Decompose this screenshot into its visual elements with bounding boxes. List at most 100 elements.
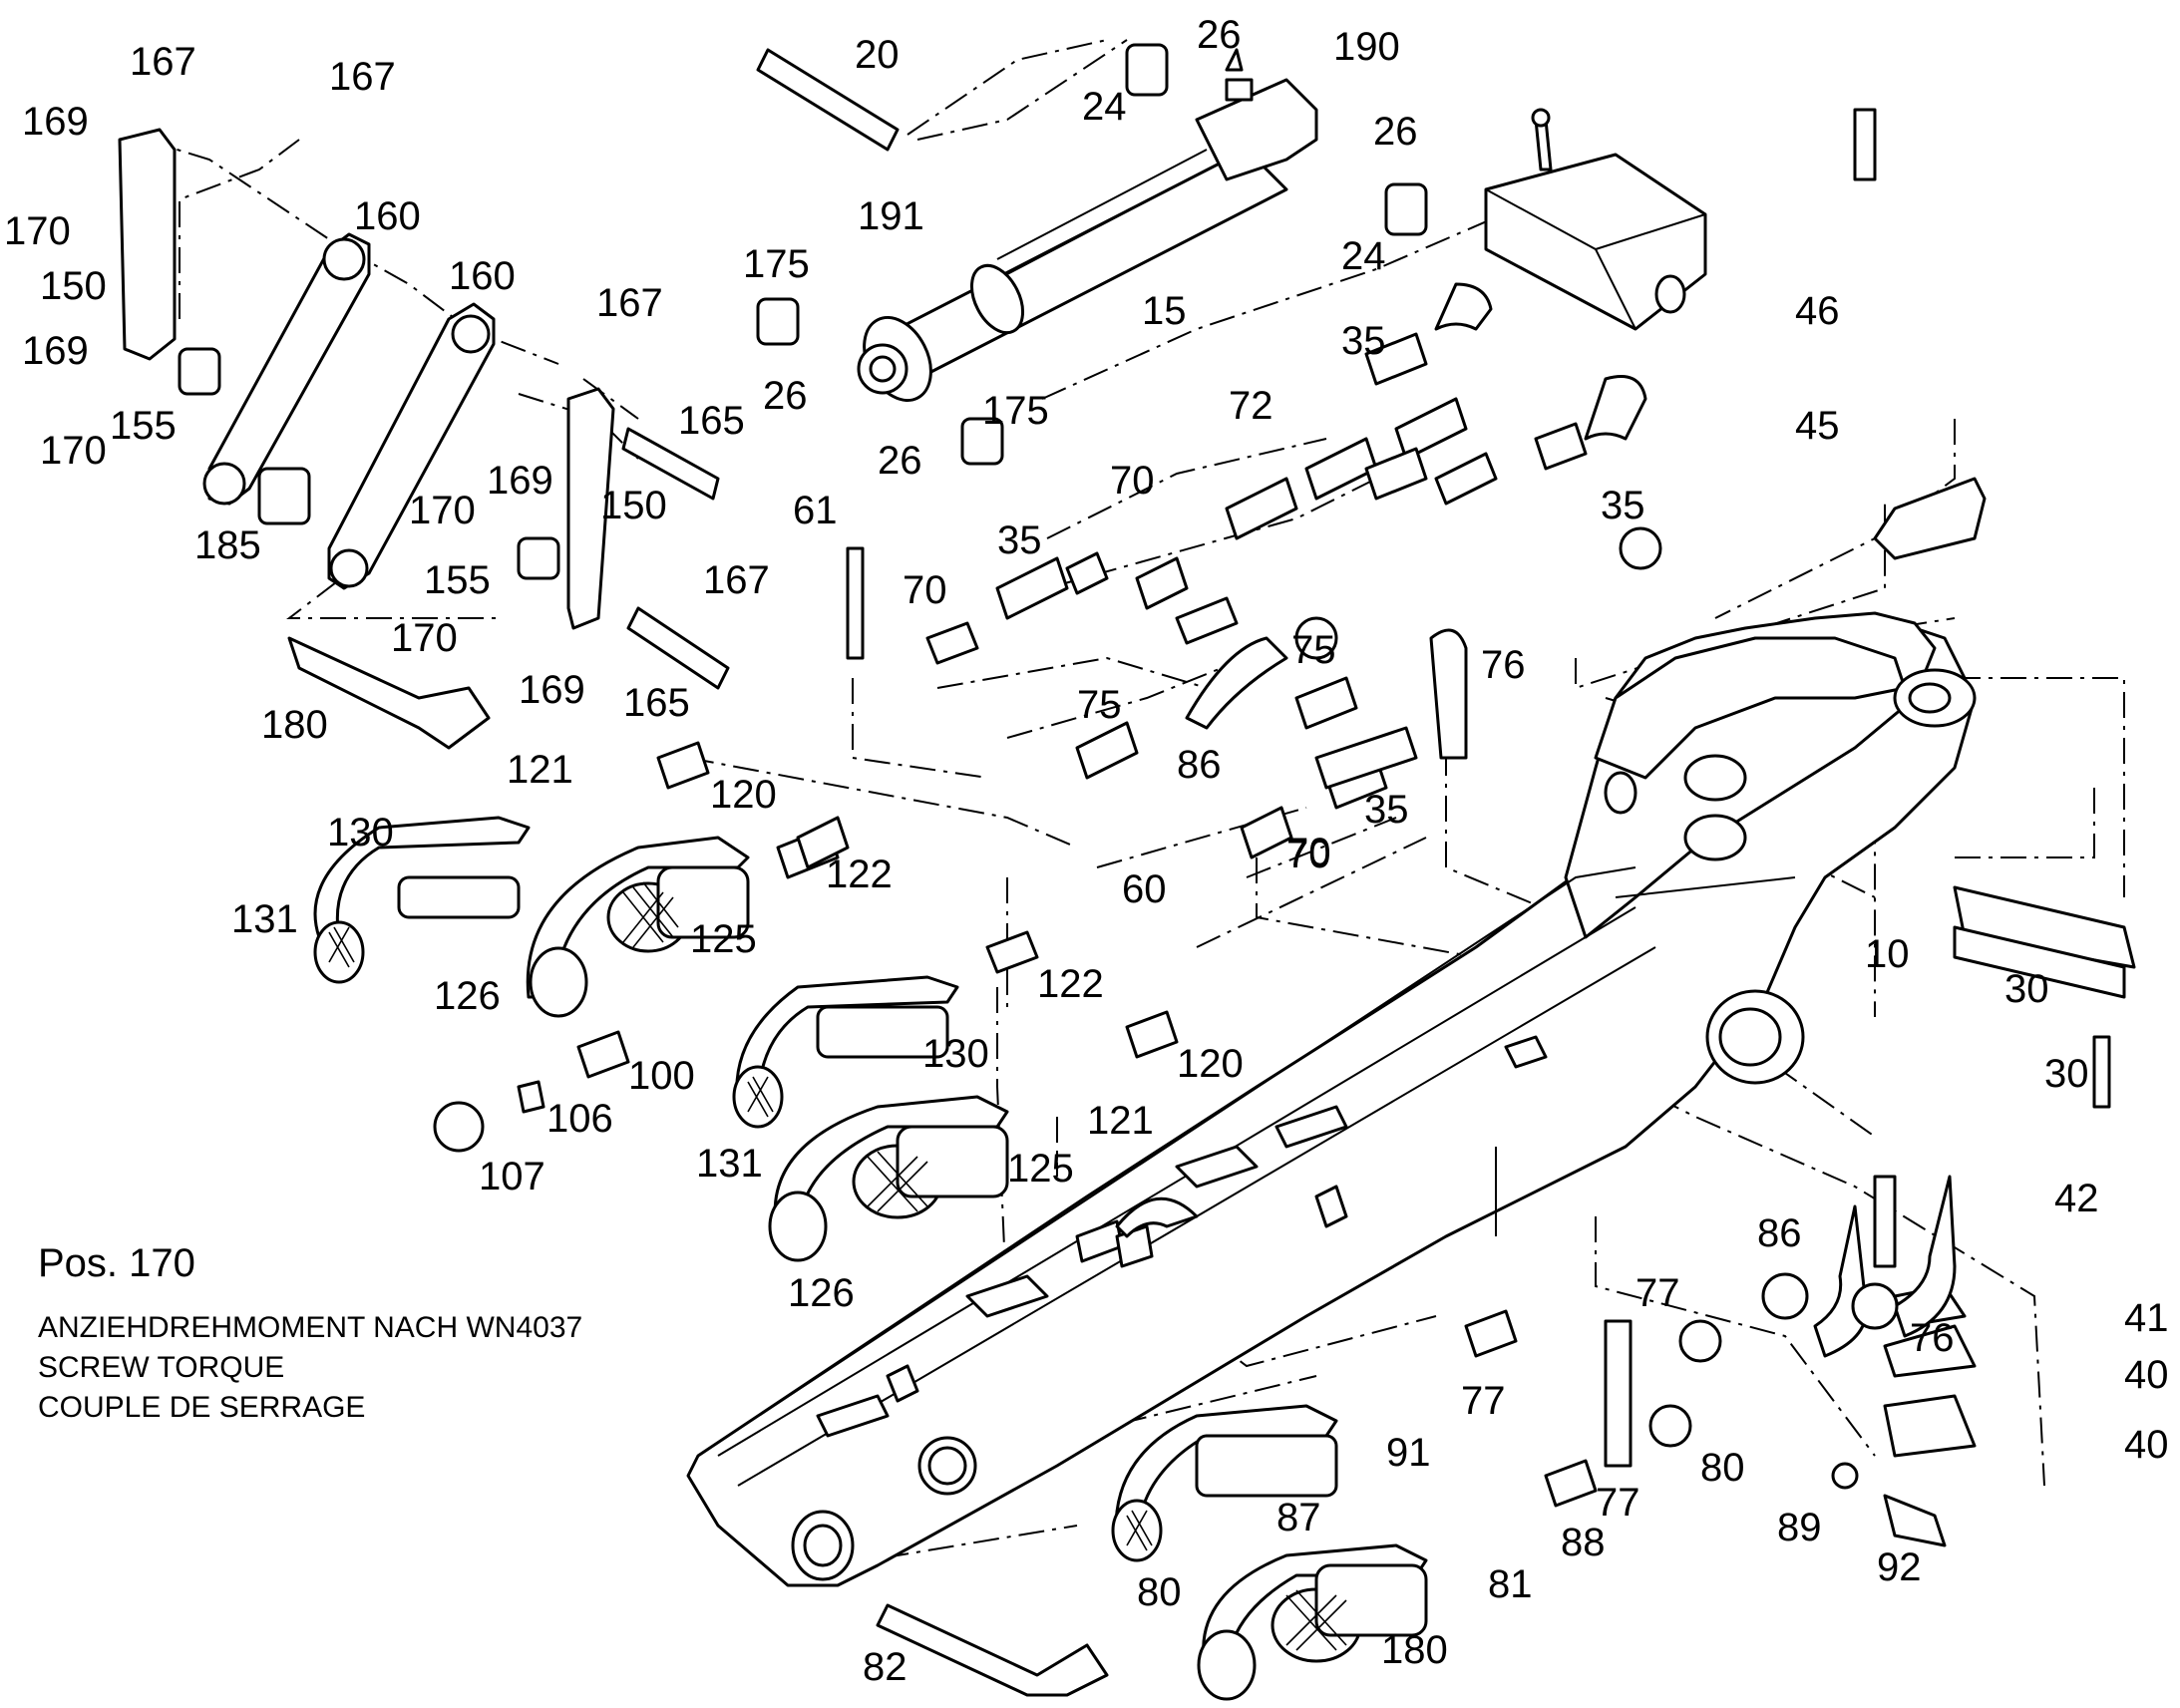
callout-165: 165 xyxy=(623,681,690,725)
callout-42: 42 xyxy=(2054,1177,2099,1220)
callout-169: 169 xyxy=(22,100,89,144)
callout-81: 180 xyxy=(1381,1628,1448,1672)
callout-122: 122 xyxy=(1037,962,1104,1006)
callout-77: 88 xyxy=(1561,1521,1606,1564)
callout-131: 131 xyxy=(231,897,298,941)
callout-170: 170 xyxy=(391,616,458,660)
callout-88: 89 xyxy=(1777,1506,1822,1549)
knurl-hatching xyxy=(328,881,1347,1651)
callout-77: 77 xyxy=(1461,1379,1506,1423)
callout-92: 80 xyxy=(1137,1570,1182,1614)
callout-45: 45 xyxy=(1795,404,1840,448)
callout-191: 191 xyxy=(858,194,924,238)
callout-80: 91 xyxy=(1386,1431,1431,1475)
callout-131: 131 xyxy=(696,1142,763,1186)
boom-arm xyxy=(686,611,1977,1587)
position-note-title: Pos. 170 xyxy=(38,1241,195,1285)
callout-35: 35 xyxy=(1601,484,1645,527)
callout-107: 107 xyxy=(479,1155,545,1198)
callout-121: 121 xyxy=(1087,1099,1154,1143)
callout-169: 169 xyxy=(487,459,553,503)
callout-121: 121 xyxy=(507,748,573,792)
callout-126: 126 xyxy=(788,1271,855,1315)
callout-40: 40 xyxy=(2124,1423,2169,1467)
callout-20: 20 xyxy=(855,33,900,77)
valve-block xyxy=(1484,108,1707,331)
callout-30: 30 xyxy=(2044,1052,2089,1096)
callout-106: 106 xyxy=(546,1097,613,1141)
callout-100: 100 xyxy=(628,1054,695,1098)
callout-167: 167 xyxy=(329,55,396,99)
callout-86: 86 xyxy=(1757,1211,1802,1255)
callout-160: 160 xyxy=(449,254,516,298)
callout-35: 35 xyxy=(1364,788,1409,832)
callout-70: 70 xyxy=(1110,459,1155,503)
callout-160: 160 xyxy=(354,194,421,238)
callout-86: 86 xyxy=(1177,743,1222,787)
callout-155: 155 xyxy=(424,558,491,602)
callout-169: 169 xyxy=(519,668,585,712)
pins-bushings xyxy=(178,43,2136,1697)
callout-35: 35 xyxy=(997,518,1042,562)
callout-41: 41 xyxy=(2124,1296,2169,1340)
callout-61: 61 xyxy=(793,489,838,532)
callout-26: 26 xyxy=(878,439,922,483)
callout-170: 170 xyxy=(40,429,107,473)
callout-167: 167 xyxy=(130,40,196,84)
callout-190: 190 xyxy=(1333,25,1400,69)
callout-150: 150 xyxy=(40,264,107,308)
callout-77: 77 xyxy=(1635,1271,1680,1315)
callout-35: 35 xyxy=(1341,319,1386,363)
callout-70: 70 xyxy=(1286,831,1331,874)
callout-126: 126 xyxy=(434,974,501,1018)
callout-77: 80 xyxy=(1700,1446,1745,1490)
hydraulic-cylinder xyxy=(857,48,1318,403)
callout-70: 70 xyxy=(1286,833,1331,876)
callout-167: 167 xyxy=(596,281,663,325)
callout-24: 24 xyxy=(1082,85,1127,129)
callout-40: 40 xyxy=(2124,1353,2169,1397)
callout-24: 24 xyxy=(1341,234,1386,278)
callout-150: 150 xyxy=(600,484,667,527)
callout-120: 120 xyxy=(710,773,777,817)
callout-120: 120 xyxy=(1177,1042,1244,1086)
callout-180: 180 xyxy=(261,703,328,747)
callout-169: 169 xyxy=(22,329,89,373)
callout-15: 15 xyxy=(1142,289,1187,333)
torque-note-de: ANZIEHDREHMOMENT NACH WN4037 xyxy=(38,1311,583,1344)
callout-87: 77 xyxy=(1596,1481,1640,1525)
hoses xyxy=(1185,282,1957,1358)
callout-26: 26 xyxy=(763,374,808,418)
callout-170: 170 xyxy=(4,209,71,253)
callout-70: 70 xyxy=(903,568,947,612)
callout-26: 26 xyxy=(1373,110,1418,154)
link-rods xyxy=(118,128,615,630)
callout-72: 72 xyxy=(1229,384,1273,428)
callout-89: 92 xyxy=(1877,1545,1922,1589)
callout-175: 175 xyxy=(982,389,1049,433)
callout-122: 122 xyxy=(826,853,893,896)
callout-125: 125 xyxy=(1007,1147,1074,1191)
callout-75: 75 xyxy=(1077,683,1122,727)
callout-125: 125 xyxy=(690,917,757,961)
callout-155: 155 xyxy=(110,404,177,448)
torque-note-fr: COUPLE DE SERRAGE xyxy=(38,1391,366,1424)
callout-167: 167 xyxy=(703,558,770,602)
callout-180: 82 xyxy=(863,1645,908,1689)
callout-60: 60 xyxy=(1122,867,1167,911)
callout-185: 185 xyxy=(194,523,261,567)
callout-75: 75 xyxy=(1291,628,1336,672)
callout-91: 87 xyxy=(1276,1496,1321,1539)
callout-10: 10 xyxy=(1865,932,1910,976)
callout-labels: 167 167 169 170 150 169 155 170 160 160 … xyxy=(4,13,2169,1689)
callout-165: 165 xyxy=(678,399,745,443)
callout-130: 130 xyxy=(327,811,394,854)
callout-175: 175 xyxy=(743,242,810,286)
callout-80: 81 xyxy=(1488,1562,1533,1606)
callout-26: 26 xyxy=(1197,13,1242,57)
callout-170: 170 xyxy=(409,489,476,532)
callout-76: 76 xyxy=(1910,1316,1955,1360)
torque-note-en: SCREW TORQUE xyxy=(38,1351,285,1384)
